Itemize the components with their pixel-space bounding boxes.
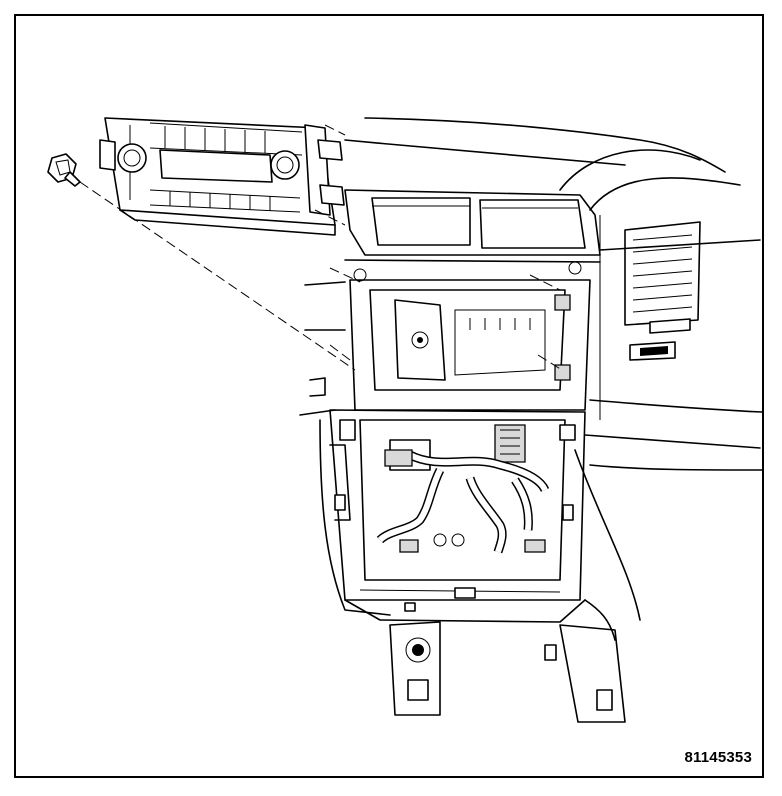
wiring-harness — [376, 449, 550, 554]
lower-stack — [329, 409, 586, 601]
radio-cavity — [349, 279, 591, 411]
side-trim — [319, 419, 616, 641]
dash-left-panel — [299, 281, 346, 416]
support-brackets — [389, 621, 626, 723]
mounting-screw — [47, 153, 81, 187]
air-vent — [624, 221, 701, 361]
upper-bezel — [344, 189, 601, 282]
radio-receiver — [99, 117, 345, 236]
figure-reference-number: 81145353 — [684, 749, 752, 766]
alignment-lines — [79, 124, 563, 371]
